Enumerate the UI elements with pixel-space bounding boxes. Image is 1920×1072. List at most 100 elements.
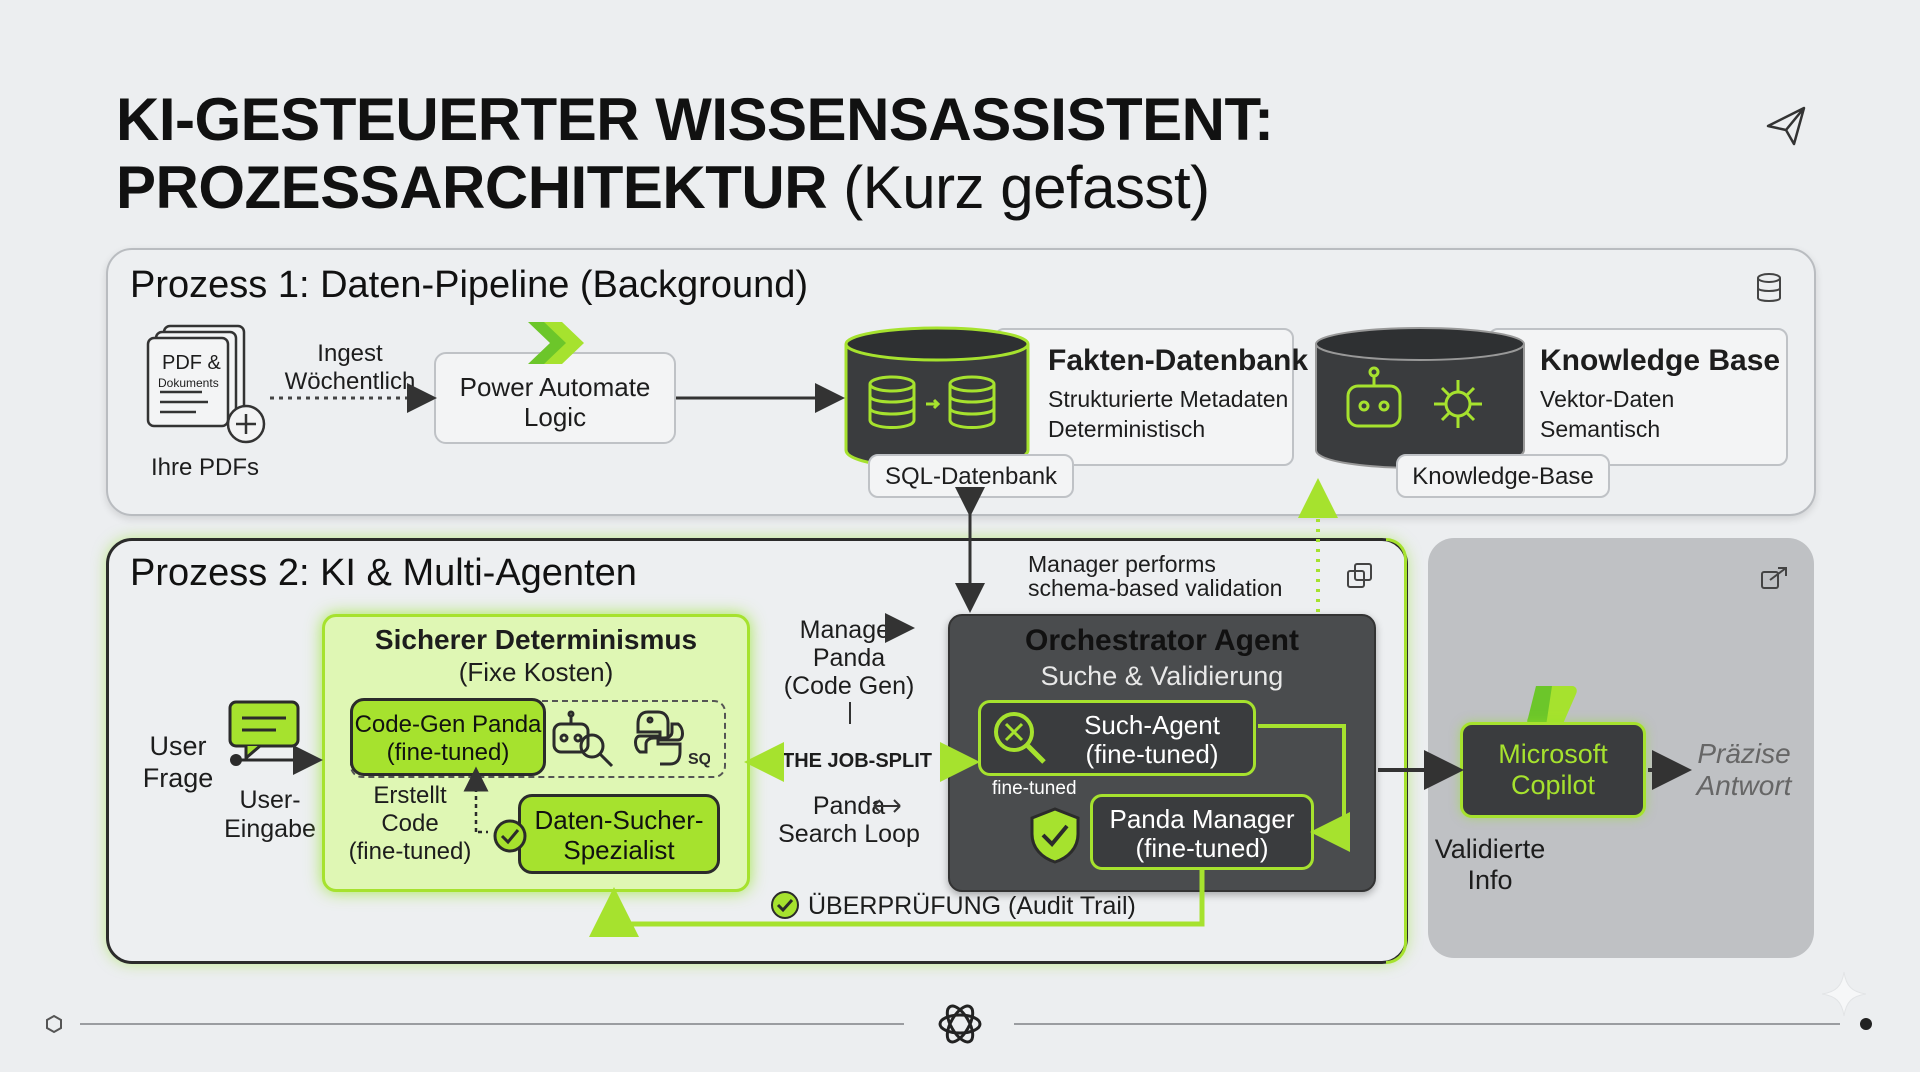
manager-panda-label: Manager Panda (Code Gen) [764,616,934,700]
kb-card [1488,328,1788,466]
pm-line-2: (fine-tuned) [1135,833,1269,863]
validated-info-label: Validierte Info [1430,834,1550,896]
codegen-panda-box[interactable]: Code-Gen Panda (fine-tuned) [350,698,546,776]
power-automate-label: Power Automate Logic [436,372,674,432]
pdf-icon-label: PDF & [162,352,221,374]
erstellt-line-2: Code [381,810,439,837]
copy-icon[interactable] [1346,562,1374,590]
copilot-label: Microsoft Copilot [1463,739,1643,801]
datensucher-line-2: Spezialist [563,835,675,865]
validation-line-1: Manager performs [1028,551,1216,577]
kb-line-2: Semantisch [1540,416,1661,442]
power-automate-line-2: Logic [523,402,587,432]
kb-badge: Knowledge-Base [1396,454,1610,498]
det-subtitle: (Fixe Kosten) [458,657,614,687]
facts-db-title: Fakten-Datenbank [1048,344,1309,377]
such-line-1: Such-Agent [1084,710,1220,740]
footer-line [80,1018,1872,1030]
validation-line-2: schema-based validation [1028,575,1283,601]
user-eingabe-line-1: User- [239,786,301,814]
datensucher-line-1: Daten-Sucher- [534,805,704,835]
codegen-line-1: Code-Gen Panda [354,711,542,738]
such-line-2: (fine-tuned) [1085,739,1219,769]
audit-check-icon [771,891,799,919]
user-input-label: User- Eingabe [218,786,322,844]
job-split-label: THE JOB-SPLIT [782,750,933,772]
title-line-2: PROZESSARCHITEKTUR (Kurz gefasst) [116,154,1273,222]
answer-line-1: Präzise [1697,738,1791,769]
title-line-1: KI-GESTEUERTER WISSENSASSISTENT: [116,86,1274,153]
orch-subtitle: Suche & Validierung [1040,661,1284,691]
pdf-icon-sublabel: Dokuments [158,376,219,390]
copilot-box[interactable]: Microsoft Copilot [1460,722,1646,818]
ingest-line-1: Ingest [317,340,383,367]
fine-tuned-note: fine-tuned [992,778,1077,799]
orch-title: Orchestrator Agent [1025,624,1299,657]
robot-search-icon [552,710,614,768]
shield-check-icon [1030,807,1080,864]
power-automate-icon [528,322,584,364]
audit-loop-arrow [589,870,1205,937]
sql-badge: SQL [688,751,710,768]
ingest-label: Ingest Wöchentlich [278,340,422,396]
python-sql-icon: SQL [634,710,710,768]
user-frage-line-2: Frage [142,763,214,793]
validation-note: Manager performs schema-based validation [1028,552,1282,600]
audit-label: ÜBERPRÜFUNG (Audit Trail) [808,892,1136,920]
copilot-line-2: Copilot [1510,770,1596,800]
internal-loop-arrow [1258,724,1350,852]
manager-line-2: Panda [812,644,886,672]
check-icon [493,819,527,853]
search-loop-icon [873,799,901,813]
process-2-title: Prozess 2: KI & Multi-Agenten [130,552,637,594]
kb-cylinder-icon [1315,327,1525,469]
sparkle-icon [1821,971,1867,1017]
codegen-erstellt-arrow [476,774,488,834]
pdfs-label: Ihre PDFs [150,454,260,481]
answer-line-2: Antwort [1696,770,1792,801]
kb-line-1: Vektor-Daten [1540,386,1675,412]
kb-label: Knowledge-Base [1412,463,1594,490]
valid-line-1: Validierte [1434,834,1546,864]
search-agent-box[interactable]: Such-Agent (fine-tuned) [978,700,1256,776]
user-frage-line-1: User [149,731,207,761]
loop-line-1: Panda [812,792,886,820]
det-title: Sicherer Determinismus [374,624,698,655]
title-bold: PROZESSARCHITEKTUR [116,154,828,221]
user-input-arrow [230,745,323,775]
copilot-logo-icon [1527,686,1577,726]
hexagon-icon [46,1014,62,1034]
user-question-label: User Frage [134,730,222,794]
pdf-documents-icon [146,324,270,446]
user-eingabe-line-2: Eingabe [224,815,316,843]
facts-db-desc: Strukturierte Metadaten Deterministisch [1048,384,1288,444]
manager-arrow [849,613,915,724]
erstellt-code-label: Erstellt Code (fine-tuned) [340,782,480,866]
search-icon [994,712,1046,764]
power-automate-line-1: Power Automate [459,372,651,402]
copilot-line-1: Microsoft [1498,739,1608,769]
loop-line-2: Search Loop [778,820,920,848]
process-1-title: Prozess 1: Daten-Pipeline (Background) [130,264,809,306]
kb-title: Knowledge Base [1540,344,1781,377]
sql-db-label: SQL-Datenbank [884,463,1058,490]
manager-line-1: Manager [799,616,899,644]
power-automate-box[interactable]: Power Automate Logic [434,352,676,444]
valid-line-2: Info [1467,865,1513,895]
title-light: (Kurz gefasst) [843,154,1210,221]
data-searcher-box[interactable]: Daten-Sucher- Spezialist [518,794,720,874]
facts-db-cylinder-icon [844,326,1030,470]
database-icon [1757,273,1781,302]
openai-logo-icon [938,1004,982,1044]
page-title: KI-GESTEUERTER WISSENSASSISTENT: PROZESS… [116,86,1274,222]
ingest-line-2: Wöchentlich [284,368,416,395]
erstellt-line-1: Erstellt [373,782,447,809]
search-loop-label: Panda Search Loop [764,792,934,848]
export-icon[interactable] [1760,564,1790,592]
erstellt-line-3: (fine-tuned) [348,838,472,865]
send-icon[interactable] [1764,104,1808,148]
chat-bubble-icon [228,700,300,760]
manager-line-3: (Code Gen) [783,672,915,700]
facts-db-line-2: Deterministisch [1048,416,1206,442]
